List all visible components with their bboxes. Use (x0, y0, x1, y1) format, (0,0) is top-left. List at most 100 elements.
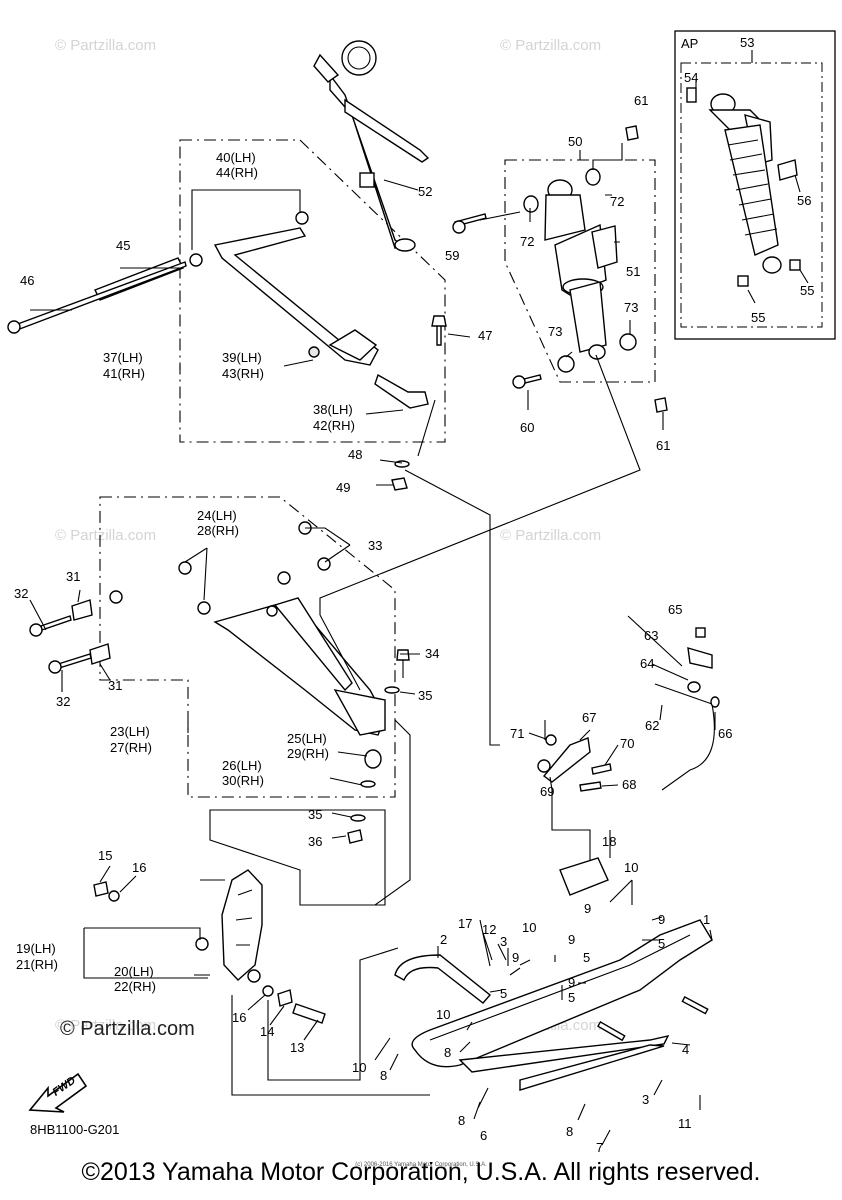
callout: 41(RH) (103, 366, 145, 381)
callout: 17 (458, 916, 472, 931)
callout: 33 (368, 538, 382, 553)
collar-69 (537, 759, 551, 773)
callout: 43(RH) (222, 366, 264, 381)
callout: 51 (626, 264, 640, 279)
callout: 44(RH) (216, 165, 258, 180)
callout: 18 (602, 834, 616, 849)
callout: 50 (568, 134, 582, 149)
nut-71 (545, 734, 557, 746)
callout: 10 (436, 1007, 450, 1022)
spindle (195, 869, 263, 983)
bolt-65 (695, 627, 706, 638)
big-watermark: © Partzilla.com (60, 1018, 195, 1040)
callout: 35 (308, 807, 322, 822)
ap-shock (686, 87, 801, 287)
callout: 10 (522, 920, 536, 935)
callout: 32 (14, 586, 28, 601)
collar-31 (89, 643, 111, 665)
callout: 52 (418, 184, 432, 199)
upper-ball-joint (374, 373, 429, 409)
callout: 12 (482, 922, 496, 937)
callout: 60 (520, 420, 534, 435)
callout: 9 (568, 975, 575, 990)
joint-64 (687, 681, 701, 693)
callout: 66 (718, 726, 732, 741)
callout: 9 (512, 950, 519, 965)
lower-a-arm (109, 521, 386, 736)
callout: 37(LH) (103, 350, 143, 365)
callout: 55 (800, 283, 814, 298)
diagram-code: 8HB1100-G201 (30, 1122, 119, 1137)
bolt-47-head (431, 315, 447, 327)
callout: 5 (658, 936, 665, 951)
bushing-73 (619, 333, 637, 351)
callout: 63 (644, 628, 658, 643)
callout: 8 (444, 1045, 451, 1060)
callout: 5 (583, 950, 590, 965)
callout: 8 (566, 1124, 573, 1139)
callout: 42(RH) (313, 418, 355, 433)
callout: 28(RH) (197, 523, 239, 538)
callout: 2 (440, 932, 447, 947)
bolt-34 (396, 649, 410, 661)
fwd-arrow-icon: FWD (28, 1072, 88, 1113)
bolt-32-head (48, 660, 62, 674)
callout: 72 (520, 234, 534, 249)
bolt-47 (436, 324, 442, 346)
callout: 73 (624, 300, 638, 315)
watermark: © Partzilla.com (500, 527, 601, 544)
bolt-66 (710, 696, 720, 708)
joint-63 (687, 647, 713, 669)
callout: 29(RH) (287, 746, 329, 761)
callout: 30(RH) (222, 773, 264, 788)
washer-35b (350, 814, 366, 822)
callout: 8 (458, 1113, 465, 1128)
small-copyright: (c) 2006-2016 Yamaha Motor Corporation, … (355, 1162, 487, 1168)
callout: 21(RH) (16, 957, 58, 972)
upper-a-arm (189, 211, 379, 366)
callout: 5 (568, 990, 575, 1005)
callout-labels: 40(LH) 44(RH) 45 46 37(LH) 41(RH) 39(LH)… (14, 35, 814, 1155)
nut-61 (654, 397, 668, 413)
callout: 62 (645, 718, 659, 733)
callout: 20(LH) (114, 964, 154, 979)
callout: 7 (596, 1140, 603, 1155)
callout: 54 (684, 70, 698, 85)
callout: 70 (620, 736, 634, 751)
callout: 73 (548, 324, 562, 339)
callout: 40(LH) (216, 150, 256, 165)
watermark: © Partzilla.com (500, 37, 601, 54)
callout: 9 (568, 932, 575, 947)
callout: 15 (98, 848, 112, 863)
washer-26 (360, 780, 376, 788)
callout: 48 (348, 447, 362, 462)
callout: 71 (510, 726, 524, 741)
callout: 72 (610, 194, 624, 209)
callout: 68 (622, 777, 636, 792)
callout: 69 (540, 784, 554, 799)
callout: 10 (624, 860, 638, 875)
callout: 6 (480, 1128, 487, 1143)
collar-14 (277, 989, 293, 1007)
callout: 14 (260, 1024, 274, 1039)
bolt-68 (579, 781, 602, 792)
callout: 55 (751, 310, 765, 325)
steering-rod-62 (654, 683, 715, 791)
callout: 47 (478, 328, 492, 343)
callout: 13 (290, 1040, 304, 1055)
ap-inner-box (680, 62, 823, 328)
watermark: © Partzilla.com (55, 37, 156, 54)
nut-61 (625, 125, 639, 141)
leader-lines (29, 50, 809, 1146)
callout: 53 (740, 35, 754, 50)
ball-joint-25 (364, 749, 382, 769)
shaft-13 (292, 1003, 326, 1024)
callout: 61 (656, 438, 670, 453)
callout: 9 (584, 901, 591, 916)
watermark: © Partzilla.com (55, 527, 156, 544)
callout: 46 (20, 273, 34, 288)
callout: 61 (634, 93, 648, 108)
bushing-72 (523, 195, 539, 213)
callout: 3 (642, 1092, 649, 1107)
